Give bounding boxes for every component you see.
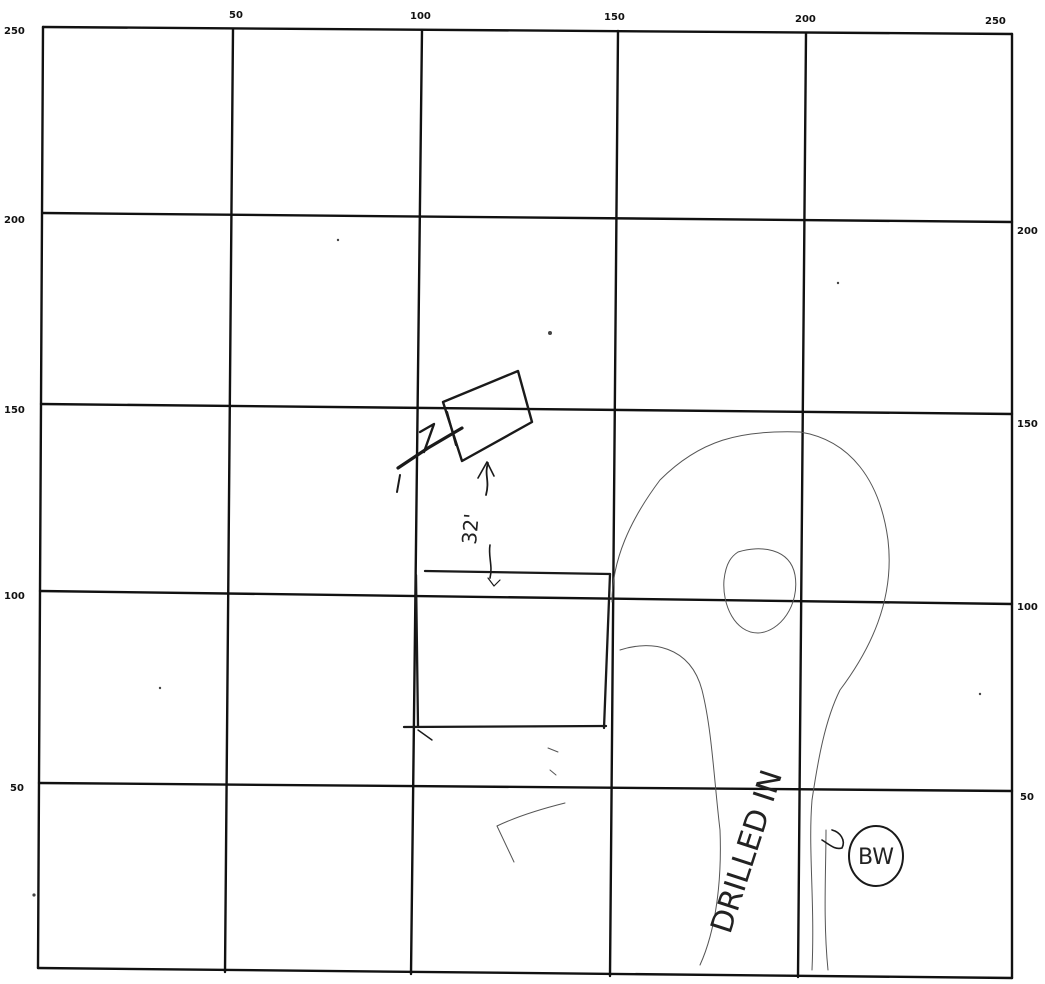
top-tick-100: 100 xyxy=(410,11,431,22)
vertical-grid-lines xyxy=(225,29,806,977)
horizontal-grid-lines xyxy=(39,213,1012,791)
top-tick-200: 200 xyxy=(795,14,816,25)
depth-label: 32' xyxy=(457,513,484,546)
depth-annotation: 32' xyxy=(457,462,494,578)
left-tick-50: 50 xyxy=(10,783,24,794)
left-scale: 250 200 150 100 50 xyxy=(4,26,25,794)
top-scale: 50 100 150 200 250 xyxy=(229,10,1006,27)
top-tick-250: 250 xyxy=(985,16,1006,27)
left-tick-150: 150 xyxy=(4,405,25,416)
left-tick-100: 100 xyxy=(4,591,25,602)
right-scale: 200 150 100 50 xyxy=(1017,226,1038,803)
top-tick-50: 50 xyxy=(229,10,243,21)
fence-label-text: DRILLED IN xyxy=(704,766,790,938)
left-tick-200: 200 xyxy=(4,215,25,226)
right-tick-200: 200 xyxy=(1017,226,1038,237)
left-tick-250: 250 xyxy=(4,26,25,37)
pencil-marks xyxy=(32,239,981,897)
initials-stamp: BW xyxy=(849,826,903,886)
top-tick-150: 150 xyxy=(604,12,625,23)
initials-text: BW xyxy=(858,845,894,870)
handwritten-label: DRILLED IN xyxy=(704,766,843,938)
right-tick-100: 100 xyxy=(1017,602,1038,613)
right-tick-50: 50 xyxy=(1020,792,1034,803)
grid-frame xyxy=(38,27,1012,978)
right-tick-150: 150 xyxy=(1017,419,1038,430)
